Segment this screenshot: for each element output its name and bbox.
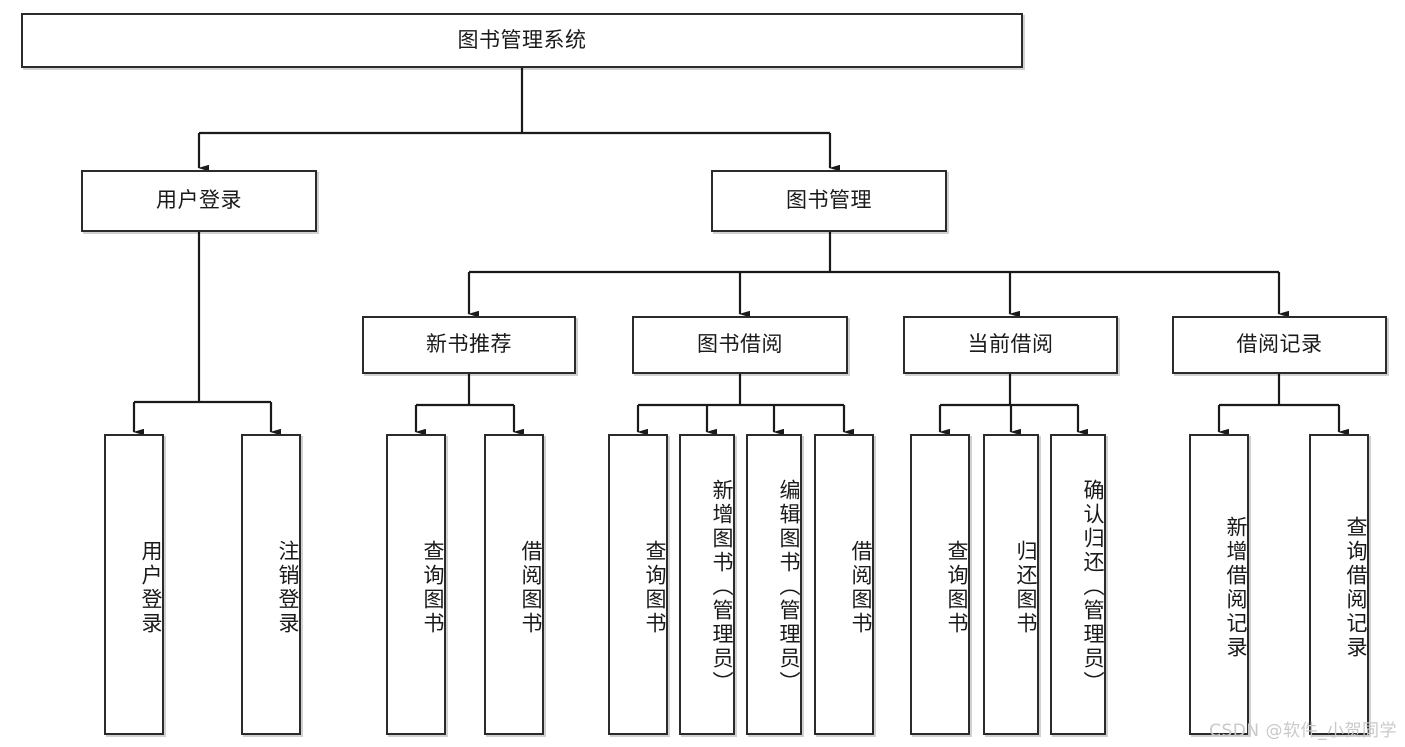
leaf-user-login[interactable]: 用户登录 — [104, 434, 164, 735]
leaf-query-book-borrow[interactable]: 查询图书 — [608, 434, 668, 735]
leaf-confirm-return-admin[interactable]: 确认归还（管理员） — [1050, 434, 1106, 735]
leaf-query-borrow-record[interactable]: 查询借阅记录 — [1309, 434, 1369, 735]
node-borrow-records[interactable]: 借阅记录 — [1172, 316, 1387, 374]
node-root-system[interactable]: 图书管理系统 — [21, 13, 1023, 68]
leaf-borrow-book-recommend[interactable]: 借阅图书 — [484, 434, 544, 735]
leaf-return-book[interactable]: 归还图书 — [983, 434, 1039, 735]
leaf-edit-book-admin[interactable]: 编辑图书（管理员） — [746, 434, 802, 735]
leaf-query-book-recommend[interactable]: 查询图书 — [386, 434, 446, 735]
leaf-add-borrow-record[interactable]: 新增借阅记录 — [1189, 434, 1249, 735]
leaf-query-book-current[interactable]: 查询图书 — [910, 434, 970, 735]
leaf-borrow-book[interactable]: 借阅图书 — [814, 434, 874, 735]
leaf-add-book-admin[interactable]: 新增图书（管理员） — [679, 434, 735, 735]
node-new-book-recommend[interactable]: 新书推荐 — [362, 316, 576, 374]
node-book-borrow[interactable]: 图书借阅 — [632, 316, 848, 374]
node-current-borrow[interactable]: 当前借阅 — [903, 316, 1118, 374]
csdn-watermark: CSDN @软件_小贺同学 — [1209, 721, 1397, 741]
node-book-management[interactable]: 图书管理 — [711, 170, 947, 232]
leaf-logout[interactable]: 注销登录 — [241, 434, 301, 735]
node-user-login[interactable]: 用户登录 — [81, 170, 317, 232]
